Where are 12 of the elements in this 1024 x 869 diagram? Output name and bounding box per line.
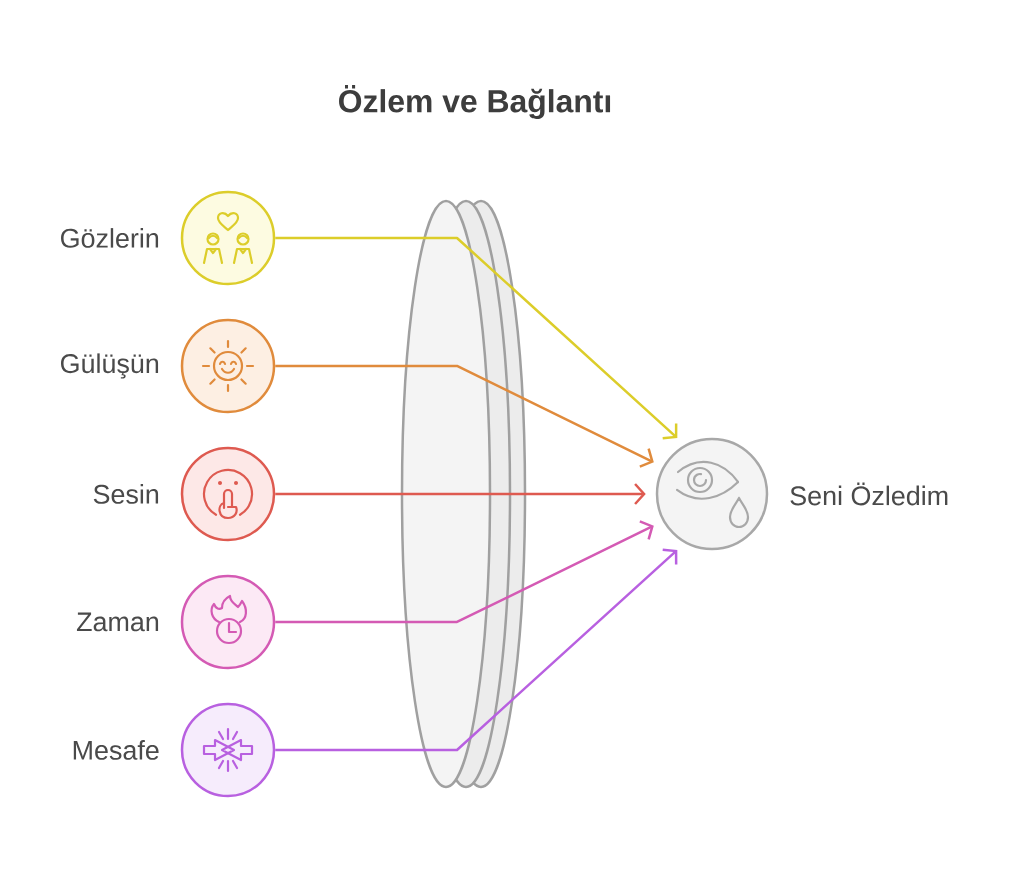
node-label: Sesin — [93, 484, 159, 504]
arrow — [275, 520, 654, 624]
arrow — [275, 364, 654, 468]
node-label: Gözlerin — [61, 228, 159, 248]
arrow — [275, 548, 678, 752]
node-label: Zaman — [76, 612, 159, 632]
node-label: Seni Özledim — [790, 482, 948, 506]
node-label: Gülüşün — [61, 353, 159, 379]
arrow — [275, 483, 646, 505]
arrow — [275, 236, 678, 440]
title: Özlem ve Bağlantı — [339, 85, 611, 119]
node-label: Mesafe — [73, 740, 159, 760]
